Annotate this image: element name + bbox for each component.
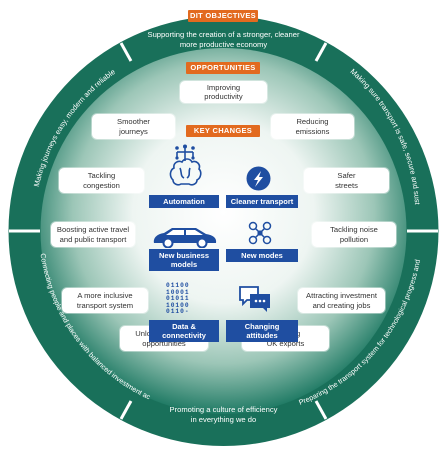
- objective-top: Supporting the creation of a stronger, c…: [147, 30, 300, 49]
- objective-bottom: Promoting a culture of efficiency in eve…: [169, 405, 278, 424]
- key-change-new-modes: New modes: [226, 249, 298, 262]
- key-changes-tag: KEY CHANGES: [186, 125, 260, 137]
- opportunity-tackling-congestion: Tackling congestion: [59, 168, 144, 193]
- key-change-changing-attitudes: Changing attitudes: [226, 320, 298, 342]
- speech-bubbles-icon: [239, 286, 270, 312]
- key-change-cleaner-transport: Cleaner transport: [226, 195, 298, 208]
- drone-icon: [248, 221, 272, 245]
- opportunity-smoother-journeys: Smoother journeys: [92, 114, 175, 139]
- ring-dividers: [9, 42, 438, 420]
- opportunity-active-travel: Boosting active travel and public transp…: [51, 222, 135, 247]
- opportunity-tackling-noise: Tackling noise pollution: [312, 222, 396, 247]
- key-change-new-business-models: New business models: [149, 249, 219, 271]
- opportunity-attracting-investment: Attracting investment and creating jobs: [298, 288, 385, 313]
- opportunities-tag: OPPORTUNITIES: [186, 62, 260, 74]
- opportunity-reducing-emissions: Reducing emissions: [271, 114, 354, 139]
- dit-objectives-tag: DIT OBJECTIVES: [188, 10, 258, 22]
- brain-circuit-icon: [169, 144, 202, 186]
- autonomous-car-icon: [153, 228, 217, 248]
- key-change-data-connectivity: Data & connectivity: [149, 320, 219, 342]
- inner-disc: [40, 48, 407, 414]
- opportunity-safer-streets: Safer streets: [304, 168, 389, 193]
- binary-data-icon: 01100 10001 01011 10100 0110-: [166, 282, 190, 316]
- lightning-bolt-icon: [246, 166, 271, 191]
- key-change-automation: Automation: [149, 195, 219, 208]
- opportunity-improving-productivity: Improving productivity: [180, 81, 267, 103]
- opportunity-inclusive-transport: A more inclusive transport system: [62, 288, 148, 313]
